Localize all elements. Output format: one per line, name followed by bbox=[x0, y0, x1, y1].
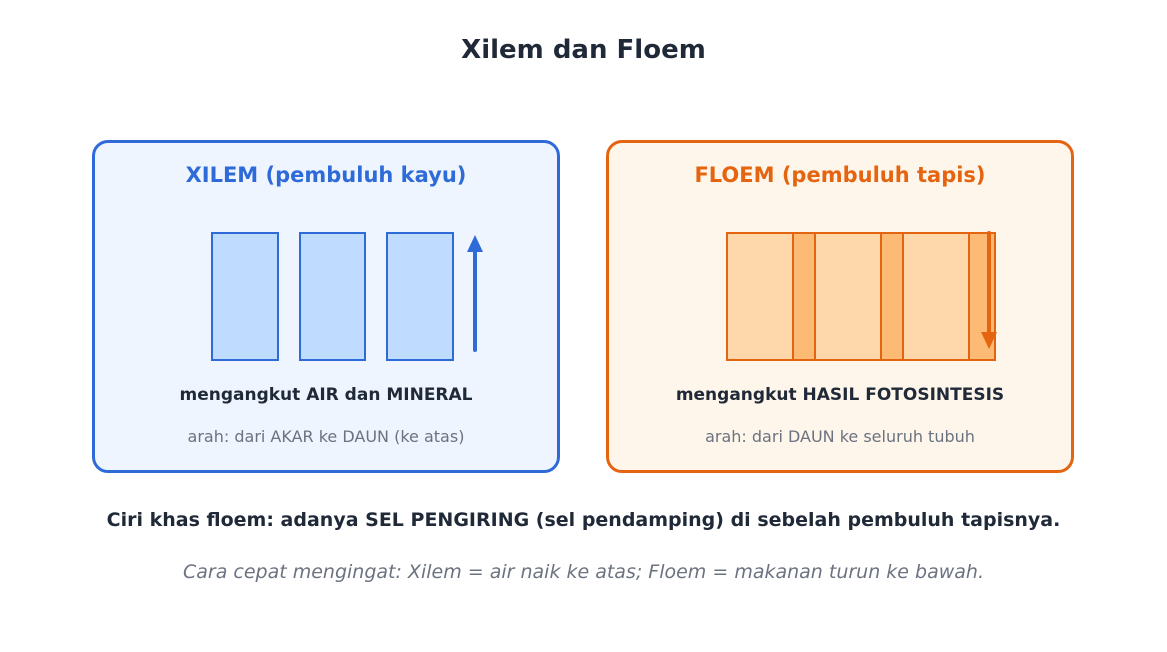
xilem-vessel-1 bbox=[211, 232, 279, 361]
xilem-panel: XILEM (pembuluh kayu) mengangkut AIR dan… bbox=[92, 140, 560, 473]
page-title: Xilem dan Floem bbox=[461, 35, 706, 65]
floem-direction: arah: dari DAUN ke seluruh tubuh bbox=[705, 427, 975, 446]
xilem-heading: XILEM (pembuluh kayu) bbox=[185, 163, 467, 187]
companion-cell-1 bbox=[792, 232, 816, 361]
xilem-illustration bbox=[211, 232, 483, 361]
xilem-function: mengangkut AIR dan MINERAL bbox=[179, 385, 473, 405]
floem-feature-note: Ciri khas floem: adanya SEL PENGIRING (s… bbox=[106, 509, 1061, 531]
floem-illustration bbox=[726, 231, 997, 361]
floem-function: mengangkut HASIL FOTOSINTESIS bbox=[675, 385, 1005, 405]
floem-panel: FLOEM (pembuluh tapis) mengangkut HASIL … bbox=[606, 140, 1074, 473]
floem-heading: FLOEM (pembuluh tapis) bbox=[694, 163, 986, 187]
sieve-tube-1 bbox=[726, 232, 794, 361]
memory-tip: Cara cepat mengingat: Xilem = air naik k… bbox=[182, 561, 985, 583]
companion-cell-2 bbox=[880, 232, 904, 361]
up-arrow-icon bbox=[467, 235, 483, 352]
xilem-direction: arah: dari AKAR ke DAUN (ke atas) bbox=[187, 427, 465, 446]
xilem-vessel-2 bbox=[299, 232, 366, 361]
sieve-tube-3 bbox=[902, 232, 970, 361]
sieve-tube-2 bbox=[814, 232, 882, 361]
xilem-vessel-3 bbox=[386, 232, 454, 361]
down-arrow-icon bbox=[981, 231, 997, 349]
